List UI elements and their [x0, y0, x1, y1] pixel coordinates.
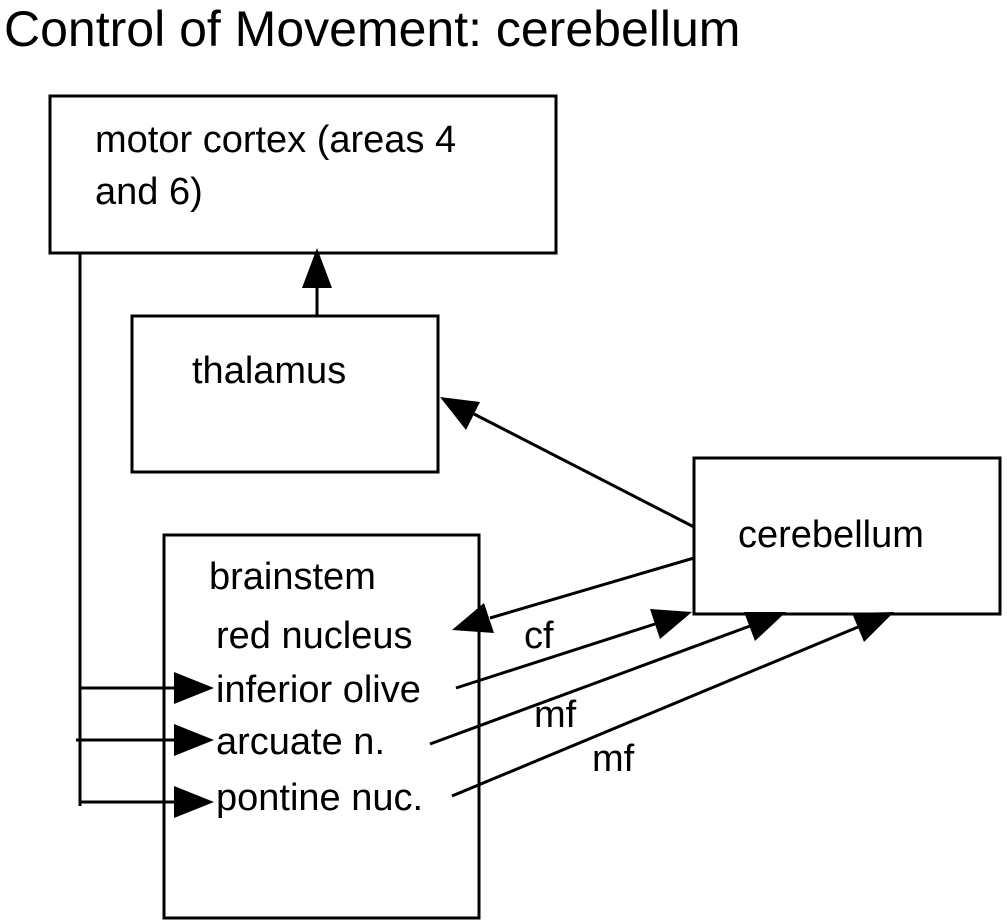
thalamus-box: [130, 314, 440, 474]
pontine-label: pontine nuc.: [216, 777, 423, 819]
inferior-olive-label: inferior olive: [216, 669, 421, 711]
brainstem-label: brainstem: [209, 556, 376, 598]
edge-inferior-olive-to-cerebellum: [455, 609, 692, 690]
edge-line: [489, 556, 695, 620]
red-nucleus-label: red nucleus: [216, 615, 412, 657]
arcuate-label: arcuate n.: [216, 721, 385, 763]
edge-cortex-to-inferior-olive: [80, 672, 214, 704]
thalamus-node: thalamus: [130, 314, 440, 474]
thalamus-label: thalamus: [192, 350, 346, 392]
edge-line: [451, 625, 859, 798]
motor-cortex-node: motor cortex (areas 4 and 6): [48, 94, 558, 255]
edge-cerebellum-to-thalamus: [440, 397, 695, 529]
arrowhead: [852, 612, 894, 642]
edge-pontine-to-cerebellum: [451, 612, 894, 798]
arrowhead: [302, 248, 332, 288]
edge-arcuate-to-cerebellum: [429, 612, 786, 746]
arrowhead: [440, 397, 480, 430]
mf-arcuate-edge-label: mf: [534, 694, 577, 736]
motor-cortex-label-line2: and 6): [95, 171, 203, 213]
cf-edge-label: cf: [524, 615, 554, 657]
mf-pontine-edge-label: mf: [592, 738, 635, 780]
edge-line: [455, 622, 656, 690]
arrowhead: [174, 786, 214, 818]
page-title: Control of Movement: cerebellum: [4, 1, 740, 57]
arrowhead: [650, 609, 692, 639]
edge-cerebellum-to-red-nucleus: [452, 556, 695, 633]
arrowhead: [744, 612, 786, 641]
edge-line: [429, 624, 751, 746]
arrowhead: [452, 603, 494, 633]
motor-cortex-label-line1: motor cortex (areas 4: [95, 119, 456, 161]
motor-cortex-box: [48, 94, 558, 255]
cerebellum-node: cerebellum: [692, 456, 1002, 616]
edge-cortex-to-pontine: [80, 786, 214, 818]
cerebellum-box: [692, 456, 1002, 616]
edge-cortex-to-arcuate: [76, 724, 214, 756]
edge-thalamus-to-motor-cortex: [302, 248, 332, 316]
edge-line: [473, 412, 695, 529]
brainstem-node: brainstem red nucleus inferior olive arc…: [162, 533, 481, 920]
arrowhead: [174, 672, 214, 704]
cerebellum-label: cerebellum: [738, 514, 924, 556]
brainstem-box: [162, 533, 481, 920]
arrowhead: [174, 724, 214, 756]
